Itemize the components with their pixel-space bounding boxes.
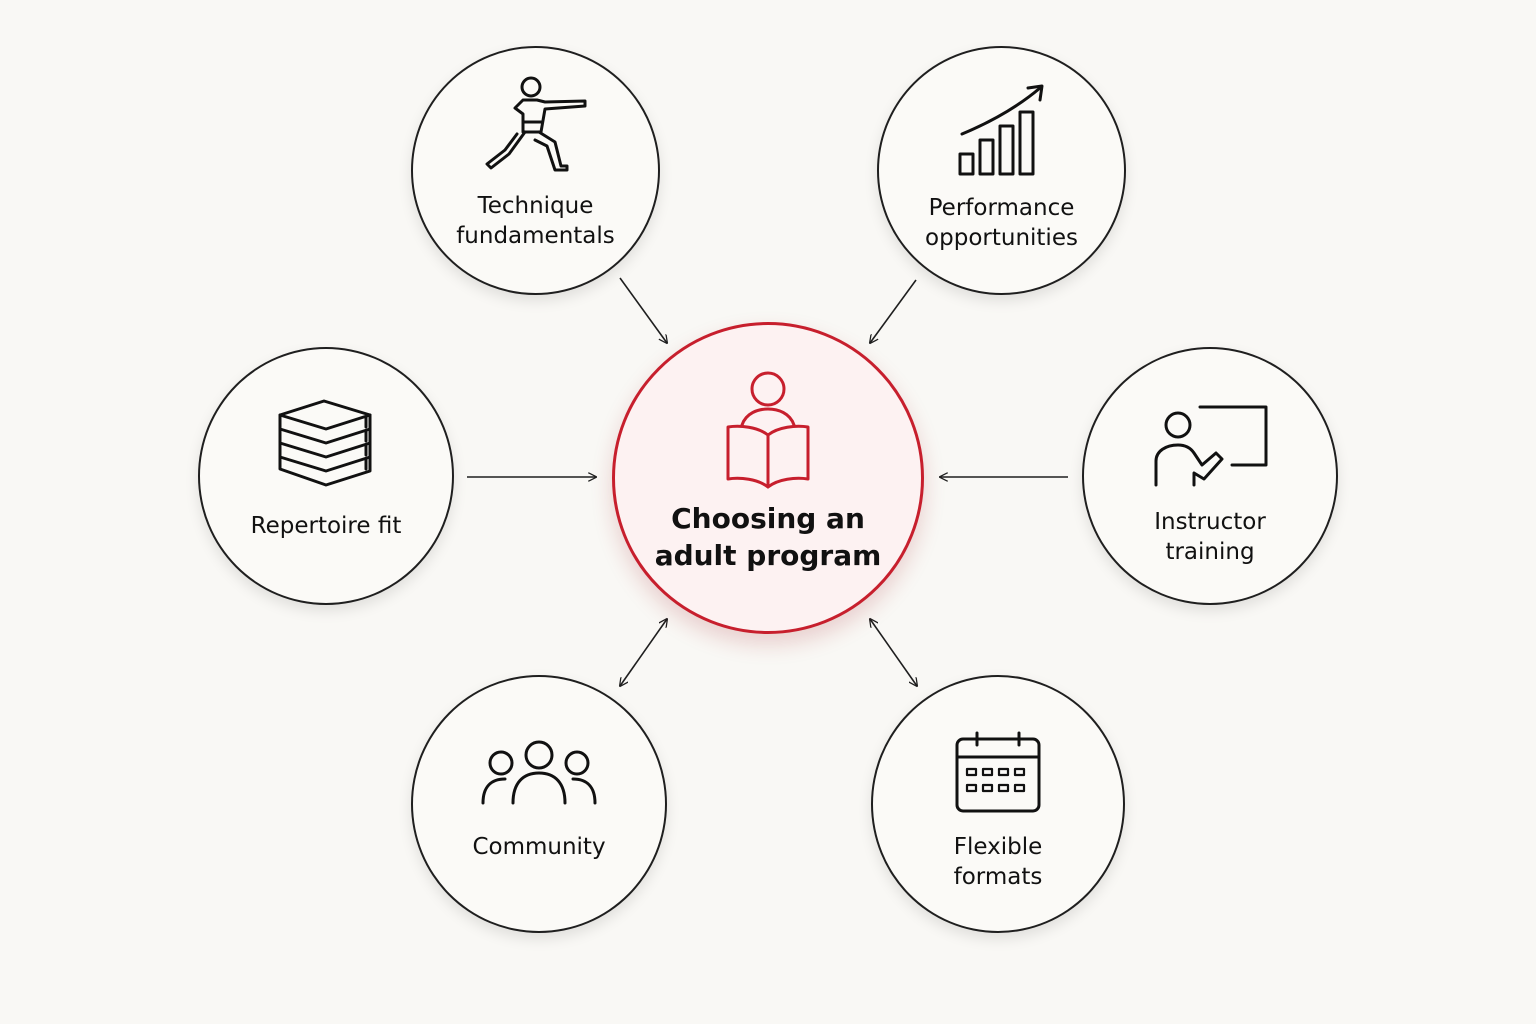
center-label-line1: Choosing an — [671, 502, 865, 535]
node-flexible-formats: Flexible formats — [871, 675, 1125, 933]
node-label-instructor-2: training — [1165, 539, 1255, 565]
teacher-whiteboard-icon — [1084, 403, 1336, 487]
center-label-line2: adult program — [654, 539, 882, 572]
node-label-performance-1: Performance — [928, 195, 1075, 221]
node-label-repertoire: Repertoire fit — [250, 513, 402, 539]
node-label-technique-1: Technique — [477, 193, 594, 219]
node-performance-opportunities: Performance opportunities — [877, 46, 1126, 295]
group-people-icon — [413, 739, 665, 809]
node-community: Community — [411, 675, 667, 933]
arrow-flexible-center — [870, 619, 917, 686]
node-label-community: Community — [472, 834, 606, 860]
node-technique-fundamentals: Technique fundamentals — [411, 46, 660, 295]
arrow-technique-to-center — [619, 277, 667, 343]
node-label-flexible-2: formats — [953, 864, 1043, 890]
node-label-technique-2: fundamentals — [456, 223, 615, 249]
person-reading-book-icon — [615, 369, 921, 489]
node-label-flexible-1: Flexible — [953, 834, 1043, 860]
bar-chart-trend-icon — [879, 82, 1124, 178]
node-label-performance-2: opportunities — [925, 225, 1078, 251]
node-repertoire-fit: Repertoire fit — [198, 347, 454, 605]
arrow-community-center — [620, 619, 667, 686]
node-instructor-training: Instructor training — [1082, 347, 1338, 605]
arrow-performance-to-center — [870, 279, 917, 343]
calendar-icon — [873, 729, 1123, 815]
book-stack-icon — [200, 397, 452, 493]
center-node-choosing-adult-program: Choosing an adult program — [612, 322, 924, 634]
node-label-instructor-1: Instructor — [1154, 509, 1266, 535]
fencing-lunge-icon — [413, 74, 658, 178]
